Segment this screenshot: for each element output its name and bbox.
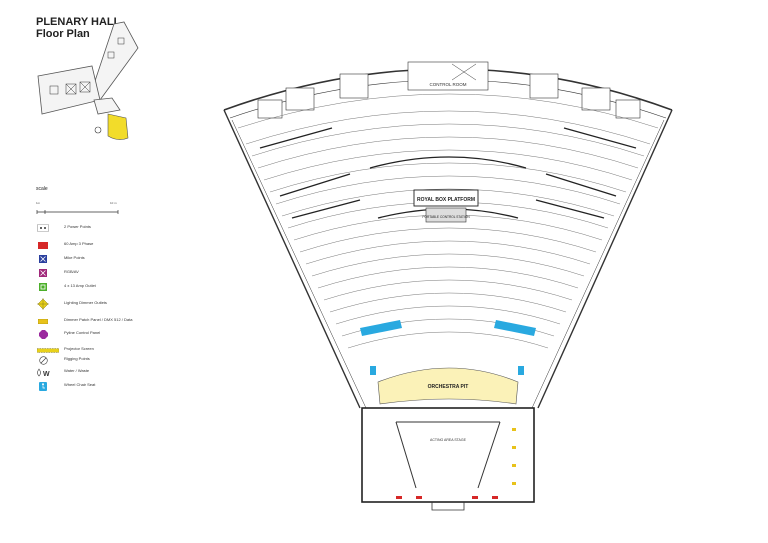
patch-panel-icon xyxy=(36,316,50,326)
scale-label: scale xyxy=(36,186,48,192)
svg-text:W: W xyxy=(43,371,50,377)
legend-item: Projector Screen xyxy=(36,345,206,355)
outlet-icon xyxy=(36,282,50,292)
title-line-2: Floor Plan xyxy=(36,28,90,40)
floor-plan: CONTROL ROOM ROYAL BOX PLATFORM PORTABLE… xyxy=(223,61,673,511)
wheelchair-seat-icon xyxy=(36,381,50,391)
mike-points-icon xyxy=(36,254,50,264)
legend-item: Dimmer Patch Panel / DMX 512 / Data xyxy=(36,316,206,326)
legend-item: 4 x 13 Amp Outlet xyxy=(36,282,206,292)
scale-start: 1m xyxy=(36,201,41,205)
legend-item: Rigging Points xyxy=(36,355,206,365)
legend-item: Wheel Chair Seat xyxy=(36,381,206,391)
legend-item: Lighting Dimmer Outlets xyxy=(36,298,206,310)
legend-item: Mike Points xyxy=(36,254,206,264)
dimmer-outlet-icon xyxy=(36,298,50,310)
stage xyxy=(361,407,535,503)
stage-label: ACTING AREA STAGE xyxy=(430,438,467,442)
three-phase-icon xyxy=(36,240,50,250)
control-room-label: CONTROL ROOM xyxy=(429,82,466,87)
key-plan-highlight xyxy=(107,113,129,140)
control-station-label: PORTABLE CONTROL STATION xyxy=(422,215,470,219)
title-line-1: PLENARY HALL xyxy=(36,16,121,28)
plan-title: PLENARY HALL Floor Plan xyxy=(36,16,120,40)
wheelchair-seats xyxy=(360,320,536,375)
projector-screen-icon xyxy=(36,345,60,355)
legend-item: 2 Power Points xyxy=(36,223,206,233)
legend-item: 60 Amp 3 Phase xyxy=(36,240,206,250)
scale-bar: 1m 10 m xyxy=(36,201,120,217)
orchestra-pit-label: ORCHESTRA PIT xyxy=(428,384,469,390)
orchestra-pit xyxy=(377,367,519,405)
key-plan xyxy=(37,21,139,140)
pyline-panel-icon xyxy=(36,329,50,339)
water-waste-icon: W xyxy=(36,367,50,377)
legend-item: Pyline Control Panel xyxy=(36,329,206,339)
legend-item: W Water / Waste xyxy=(36,367,206,377)
legend-item: RGB/AV xyxy=(36,268,206,278)
power-points-icon xyxy=(36,223,50,233)
scale-end: 10 m xyxy=(110,201,117,205)
seating-rows xyxy=(237,93,659,349)
royal-box-label: ROYAL BOX PLATFORM xyxy=(417,197,475,203)
rigging-point-icon xyxy=(36,355,50,365)
rgb-av-icon xyxy=(36,268,50,278)
